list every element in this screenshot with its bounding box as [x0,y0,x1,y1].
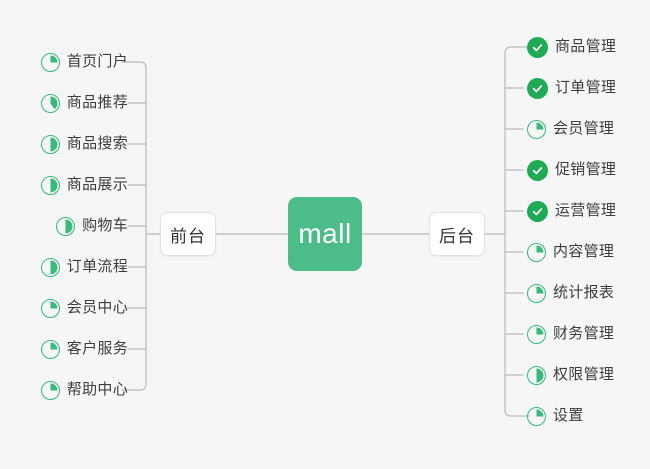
leaf-node[interactable]: 帮助中心 [40,377,128,403]
progress-pie-icon [527,283,546,303]
leaf-node-label: 财务管理 [553,325,615,342]
progress-pie-wedge [529,327,544,341]
check-circle-icon [527,200,548,222]
progress-pie-icon [527,242,546,262]
branch-node-frontend-label: 前台 [170,226,206,246]
progress-pie-wedge [43,55,58,69]
leaf-node[interactable]: 内容管理 [527,239,614,265]
leaf-node-label: 会员中心 [66,299,128,316]
branch-node-backend-label: 后台 [439,226,475,246]
leaf-node[interactable]: 统计报表 [527,280,614,306]
check-circle-icon [527,77,548,99]
leaf-node[interactable]: 客户服务 [40,336,128,362]
progress-pie-wedge [43,301,58,315]
leaf-node-label: 会员管理 [553,120,615,137]
leaf-node[interactable]: 设置 [527,403,584,429]
leaf-node-label: 购物车 [82,217,128,234]
check-circle-icon [527,159,548,181]
leaf-node[interactable]: 促销管理 [527,157,616,183]
progress-pie-wedge [43,137,58,151]
spine-backend [504,46,512,417]
progress-pie-icon [40,339,60,359]
progress-pie-icon [40,175,60,195]
leaf-node-label: 帮助中心 [66,381,128,398]
branch-node-backend[interactable]: 后台 [429,212,485,256]
progress-pie-wedge [43,96,58,110]
leaf-node-label: 首页门户 [66,53,128,70]
progress-pie-wedge [529,122,544,136]
leaf-node-label: 运营管理 [555,202,617,219]
leaf-node[interactable]: 权限管理 [527,362,614,388]
leaf-node-label: 商品展示 [66,176,128,193]
progress-pie-wedge [529,245,544,259]
leaf-node-label: 商品管理 [555,38,617,55]
progress-pie-icon [40,298,60,318]
leaf-node-label: 订单管理 [555,79,617,96]
leaf-node[interactable]: 首页门户 [40,49,128,75]
leaf-node[interactable]: 商品展示 [40,172,128,198]
root-node-mall[interactable]: mall [288,197,362,271]
leaf-node[interactable]: 商品推荐 [40,90,128,116]
leaf-node[interactable]: 订单管理 [527,75,616,101]
root-node-label: mall [298,218,352,249]
leaf-node[interactable]: 会员管理 [527,116,614,142]
leaf-node[interactable]: 商品管理 [527,34,616,60]
leaf-node-label: 促销管理 [555,161,617,178]
leaf-node[interactable]: 运营管理 [527,198,616,224]
progress-pie-wedge [43,342,58,356]
progress-pie-icon [40,93,60,113]
leaf-node-label: 客户服务 [66,340,128,357]
progress-pie-wedge [58,219,73,233]
progress-pie-wedge [43,383,58,397]
leaf-node-label: 内容管理 [553,243,615,260]
progress-pie-icon [527,119,546,139]
leaf-node-label: 商品搜索 [66,135,128,152]
progress-pie-icon [40,257,60,277]
progress-pie-icon [40,52,60,72]
progress-pie-wedge [529,409,544,423]
leaf-node-label: 订单流程 [66,258,128,275]
check-circle-icon [527,36,548,58]
leaf-node[interactable]: 商品搜索 [40,131,128,157]
progress-pie-icon [527,324,546,344]
leaf-node[interactable]: 会员中心 [40,295,128,321]
leaf-node[interactable]: 订单流程 [40,254,128,280]
branch-node-frontend[interactable]: 前台 [160,212,216,256]
progress-pie-icon [40,380,60,400]
progress-pie-icon [40,134,60,154]
leaf-node-label: 设置 [553,407,584,424]
leaf-node-label: 权限管理 [553,366,615,383]
progress-pie-wedge [529,368,544,382]
progress-pie-icon [527,406,546,426]
progress-pie-icon [527,365,546,385]
leaf-node-label: 商品推荐 [66,94,128,111]
progress-pie-wedge [43,178,58,192]
progress-pie-wedge [43,260,58,274]
leaf-node[interactable]: 购物车 [56,213,128,239]
progress-pie-icon [56,216,76,236]
leaf-node-label: 统计报表 [553,284,615,301]
leaf-node[interactable]: 财务管理 [527,321,614,347]
progress-pie-wedge [529,286,544,300]
